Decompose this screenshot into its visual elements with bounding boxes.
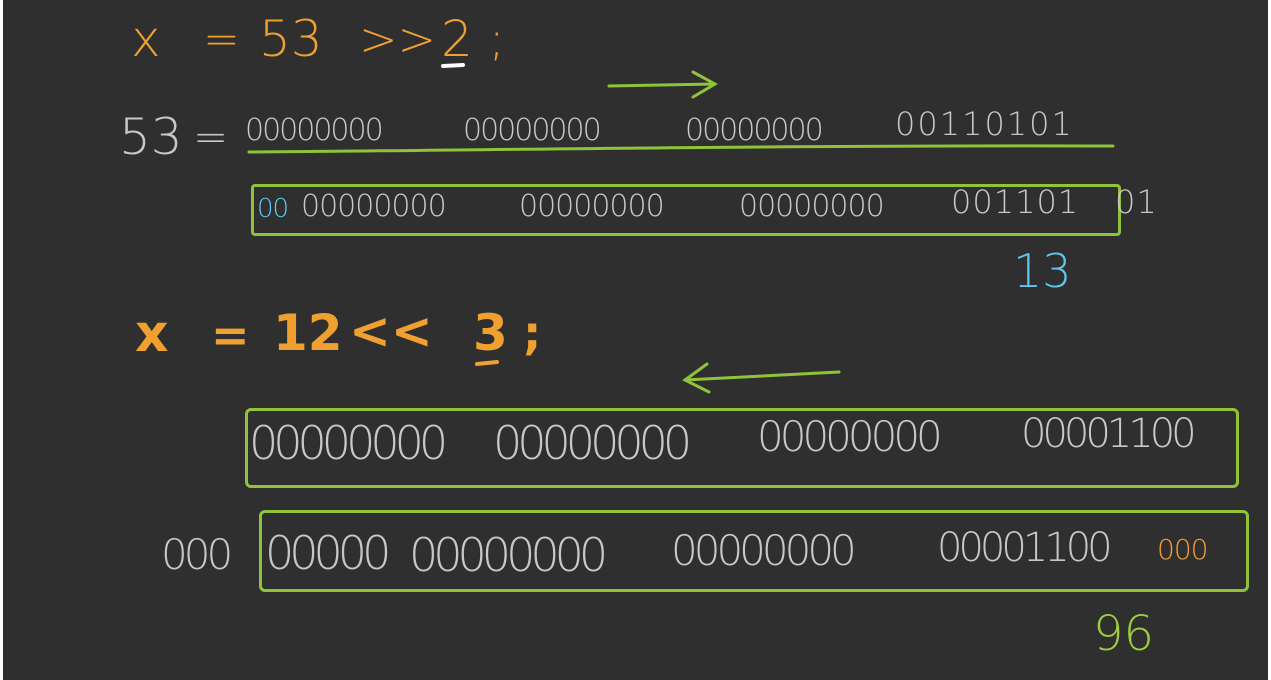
row2-byte-4-kept: 001101	[951, 183, 1080, 221]
whiteboard: x = 53 >> 2 ; 53 = 00000000 00000000 000…	[3, 0, 1268, 680]
expr1-var: x	[131, 10, 161, 68]
row1-byte-1: 00000000	[245, 113, 384, 148]
expr1-semicolon: ;	[489, 12, 505, 66]
expr1-eq: =	[203, 14, 240, 65]
row4-new-zeros: 000	[1157, 533, 1208, 566]
expr2-operator: <<	[349, 302, 433, 360]
shifted-left-frame	[259, 510, 1249, 592]
result-13: 13	[1013, 244, 1072, 298]
result-96: 96	[1093, 606, 1155, 662]
expr2-shift-amount: 3	[473, 304, 508, 362]
row4-byte-1: 00000	[265, 526, 391, 580]
row1-byte-4: 00110101	[895, 105, 1074, 143]
row1-byte-2: 00000000	[463, 113, 602, 148]
expr2-operand: 12	[273, 304, 343, 362]
row1-byte-3: 00000000	[685, 113, 824, 148]
row4-byte-2: 00000000	[409, 528, 608, 582]
expr2-eq: =	[211, 308, 250, 362]
shift-amount-underline-2	[475, 360, 499, 366]
row2-byte-1: 00000000	[301, 189, 447, 224]
row1-eq: =	[193, 112, 229, 161]
row2-new-zeros: 00	[257, 194, 289, 224]
expr1-operand: 53	[259, 10, 323, 68]
expr1-operator: >>	[359, 12, 437, 66]
expr2-var: x	[135, 304, 169, 364]
expr1-shift-amount: 2	[441, 10, 473, 68]
row4-byte-3: 00000000	[671, 526, 857, 575]
original-12-frame	[245, 408, 1239, 488]
shifted-right-frame	[251, 184, 1121, 236]
expr2-semicolon: ;	[523, 306, 542, 360]
right-arrow-icon	[607, 70, 719, 99]
pen-strokes	[247, 63, 1115, 394]
row3-byte-3: 00000000	[757, 412, 943, 461]
left-arrow-icon	[682, 362, 841, 394]
row4-byte-4: 00001100	[937, 525, 1113, 571]
row2-byte-2: 00000000	[519, 189, 665, 224]
row3-byte-4: 00001100	[1021, 411, 1197, 457]
row2-dropped-bits: 01	[1115, 183, 1158, 221]
row3-byte-1: 00000000	[249, 416, 448, 470]
row1-label: 53	[119, 108, 183, 166]
row2-byte-3: 00000000	[739, 189, 885, 224]
row4-overflow-bits: 000	[161, 530, 233, 579]
shift-amount-underline-1	[441, 63, 465, 68]
row3-byte-2: 00000000	[493, 416, 692, 470]
row1-underline	[247, 144, 1115, 154]
